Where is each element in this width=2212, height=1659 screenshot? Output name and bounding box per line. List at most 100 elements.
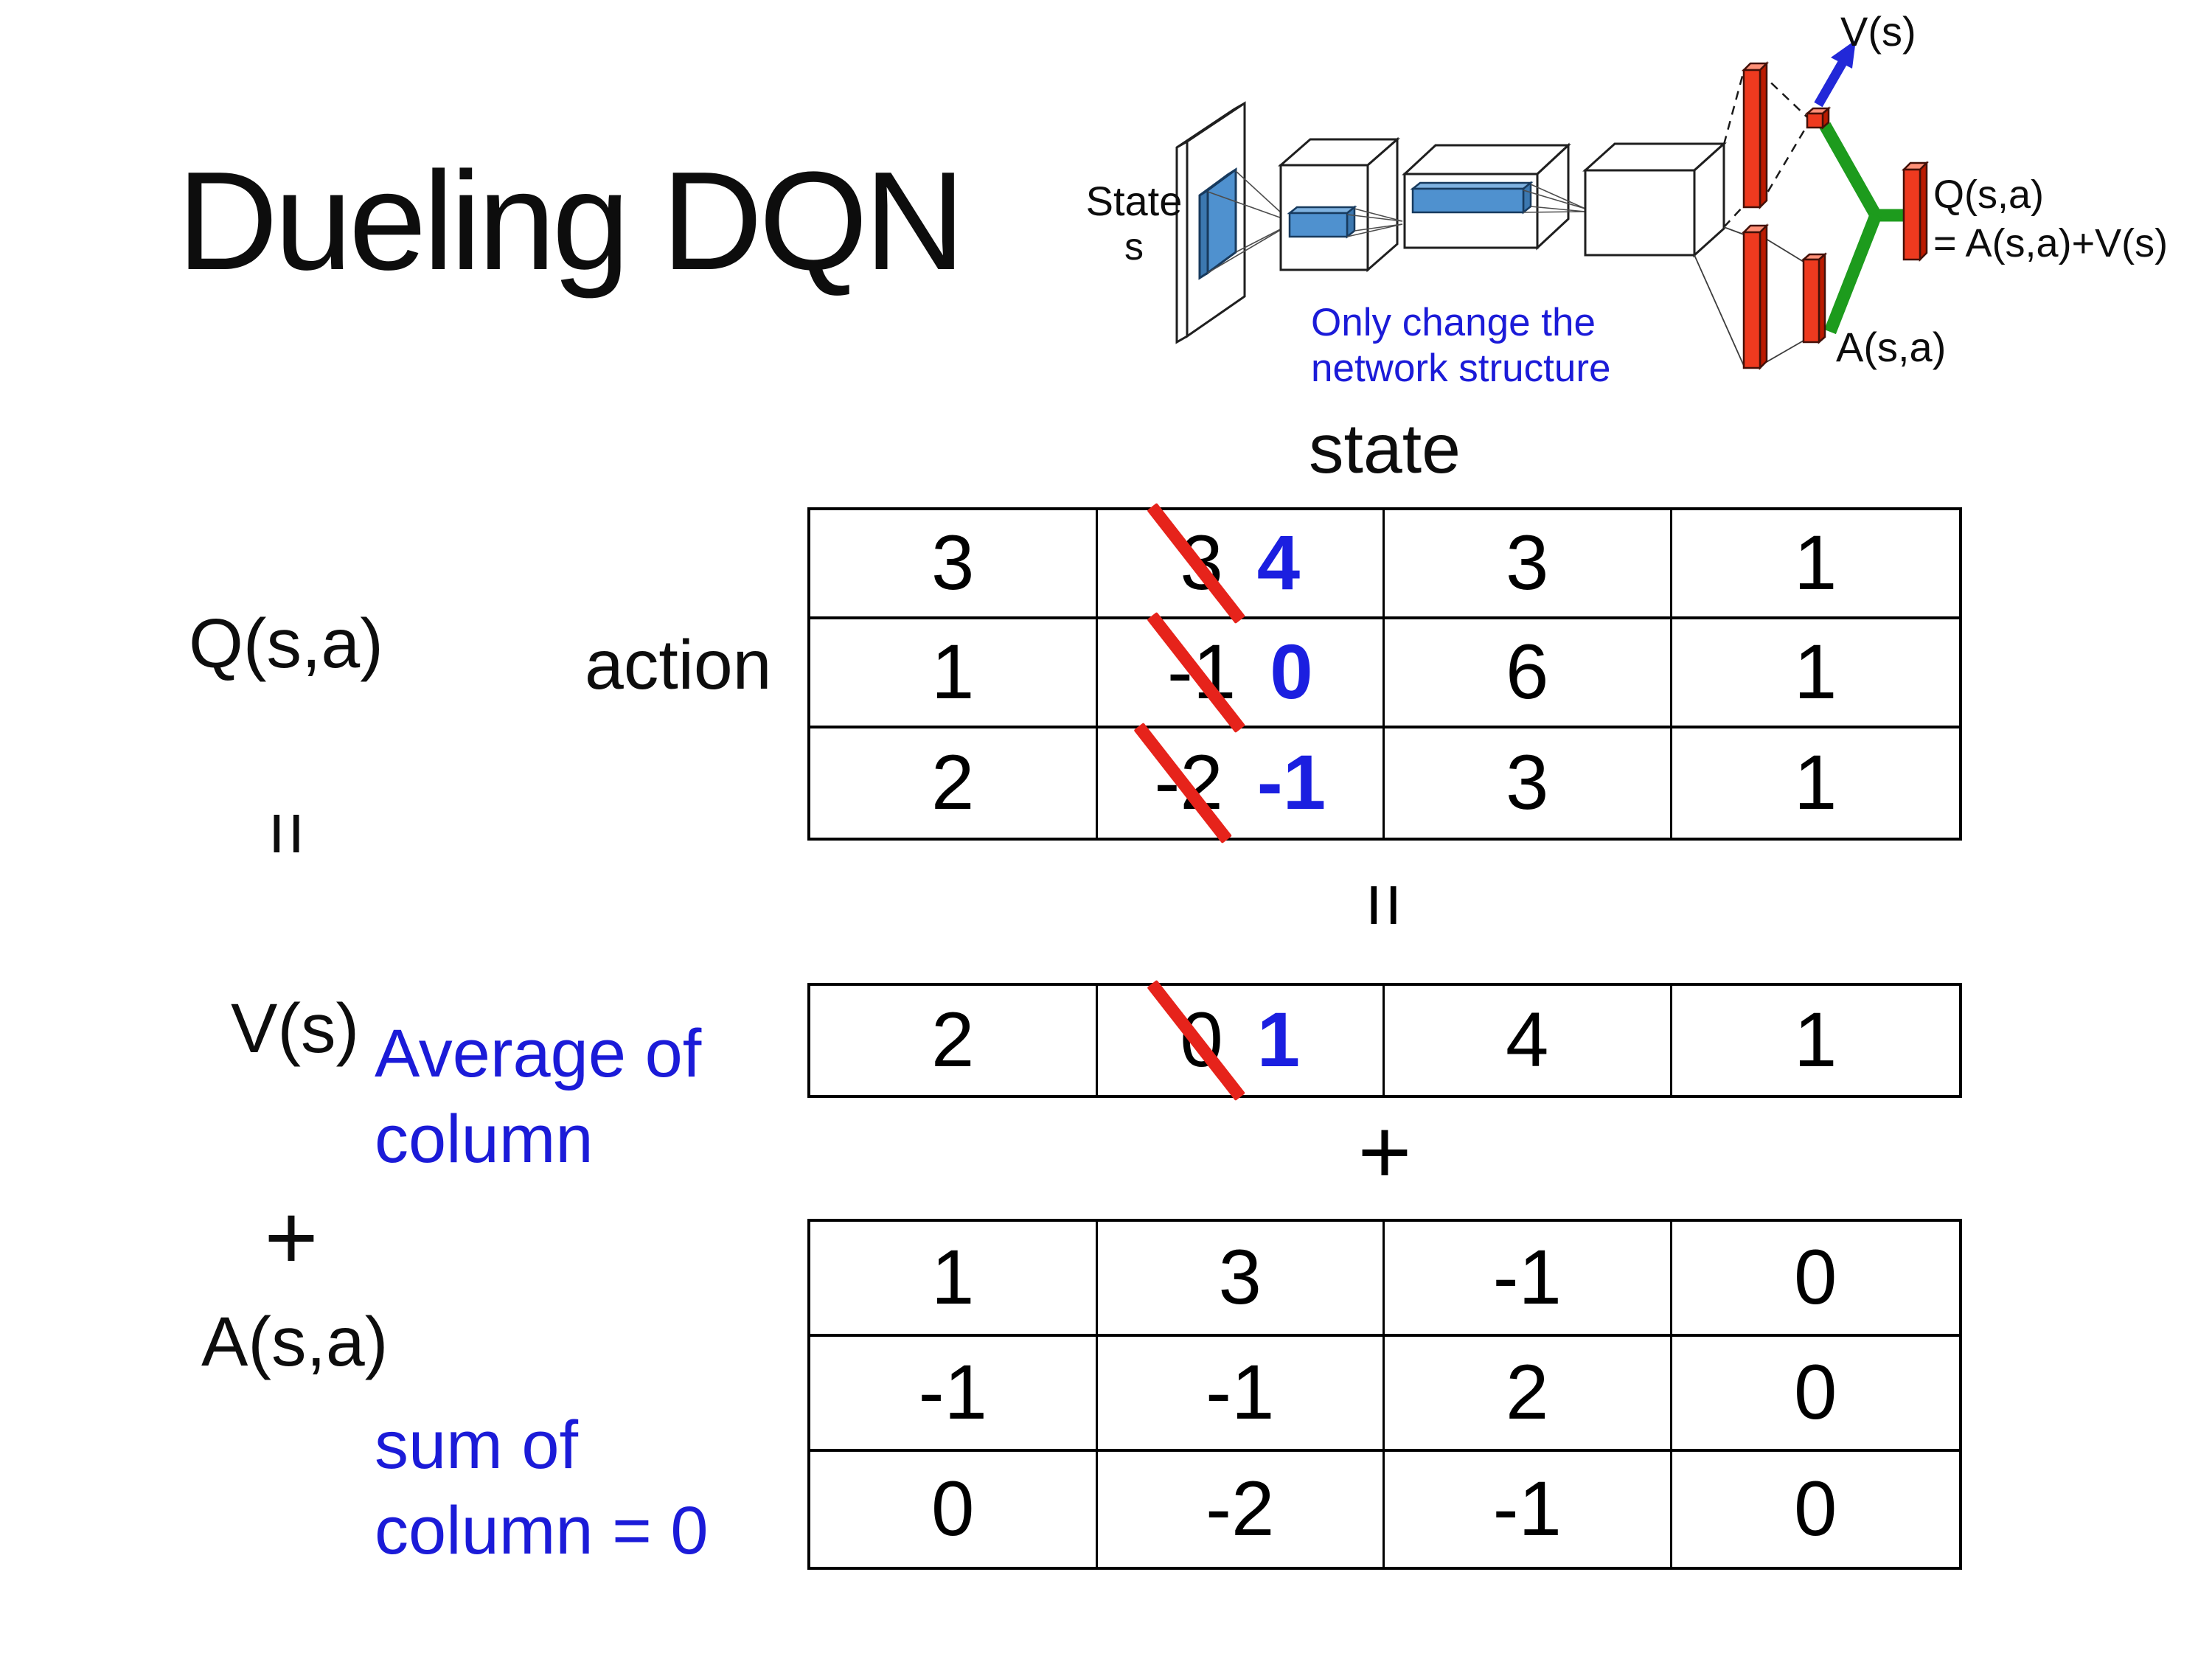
q-table-cell-crossed: -1 0 — [1097, 611, 1385, 734]
q-table-cell: 1 — [1672, 728, 1960, 838]
connection-lines — [1523, 184, 1586, 213]
cell-value: 1 — [931, 629, 975, 715]
a-table-cell: 0 — [1672, 1222, 1959, 1337]
corrected-new-value: 0 — [1270, 629, 1313, 715]
plus-sign-left: + — [264, 1186, 319, 1289]
cell-value: 2 — [931, 997, 975, 1083]
cell-value: -1 — [918, 1349, 987, 1436]
cell-value: 0 — [1794, 1349, 1837, 1436]
diagram-state-s-label: s — [1124, 226, 1144, 268]
feature-bar-1 — [1287, 205, 1357, 239]
diagram-q-label-line1: Q(s,a) — [1933, 173, 2044, 217]
fc-bar-value-stream — [1741, 60, 1770, 210]
cell-value: 3 — [931, 520, 975, 606]
crossed-old-value: -2 — [1133, 722, 1232, 844]
q-table-cell: 1 — [810, 619, 1098, 728]
note-line: Average of — [375, 1016, 702, 1091]
note-line: column = 0 — [375, 1492, 709, 1568]
a-table-cell: 3 — [1097, 1222, 1385, 1337]
q-table: 3 3 4 3 1 1 -1 0 6 1 2 -2 -1 3 1 — [807, 502, 1962, 844]
diagram-state-label: State — [1086, 178, 1183, 224]
average-of-column-note: Average of column — [375, 1012, 701, 1183]
a-table-cell: -1 — [1385, 1452, 1672, 1567]
crossed-old-value: 0 — [1147, 979, 1245, 1102]
q-table-cell-crossed: 3 4 — [1097, 502, 1385, 625]
diagram-q-label-line2: = A(s,a)+V(s) — [1933, 221, 2168, 265]
diagram-note-line2: network structure — [1311, 347, 1610, 390]
cell-value: 1 — [1794, 520, 1837, 606]
plus-sign-mid: + — [1357, 1101, 1412, 1203]
cell-value: 3 — [1506, 740, 1549, 826]
a-table-cell: -2 — [1098, 1452, 1385, 1567]
q-table-cell-crossed: -2 -1 — [1098, 722, 1385, 844]
a-table-cell: 0 — [810, 1452, 1098, 1567]
cell-value: 0 — [1794, 1466, 1837, 1552]
conv-layer-box-3 — [1582, 141, 1727, 258]
v-table-cell: 1 — [1672, 986, 1960, 1095]
q-table-cell: 1 — [1672, 619, 1959, 728]
conv-filter-patch-icon — [1198, 167, 1237, 280]
v-table: 2 0 1 4 1 — [807, 979, 1962, 1102]
cell-value: 3 — [1218, 1234, 1262, 1321]
cell-value: 1 — [931, 1234, 975, 1321]
crossed-old-value: -1 — [1147, 611, 1245, 734]
q-output-bar — [1901, 160, 1930, 262]
advantage-output-bar — [1801, 252, 1828, 344]
note-line: sum of — [375, 1408, 579, 1483]
crossed-old-value: 3 — [1147, 502, 1245, 625]
cell-value: -1 — [1492, 1466, 1562, 1552]
corrected-new-value: 1 — [1256, 997, 1301, 1083]
a-table-cell: 1 — [810, 1222, 1098, 1337]
state-axis-label: state — [1309, 410, 1461, 488]
cell-value: 0 — [931, 1466, 975, 1552]
q-matrix-label: Q(s,a) — [189, 605, 383, 683]
merge-y-connector — [1819, 122, 1908, 335]
diagram-v-label: V(s) — [1840, 8, 1916, 55]
equals-glyph: = — [244, 810, 331, 857]
q-table-cell: 2 — [810, 728, 1098, 838]
cell-value: 2 — [931, 740, 975, 826]
q-table-cell: 1 — [1672, 510, 1959, 619]
a-table: 1 3 -1 0 -1 -1 2 0 0 -2 -1 0 — [807, 1219, 1962, 1570]
value-stream-dashed-lines — [1722, 70, 1809, 228]
cell-value: 1 — [1794, 740, 1837, 826]
cell-value: -1 — [1492, 1234, 1562, 1321]
page-title: Dueling DQN — [177, 143, 965, 299]
equals-sign-mid: = — [807, 866, 1962, 944]
sum-of-column-note: sum of column = 0 — [375, 1403, 709, 1574]
q-table-cell: 3 — [1385, 510, 1672, 619]
cell-value: -2 — [1206, 1466, 1275, 1552]
cell-value: 3 — [1506, 520, 1549, 606]
corrected-new-value: 4 — [1256, 520, 1301, 606]
fc-bar-advantage-stream — [1741, 223, 1770, 371]
a-table-cell: -1 — [1385, 1222, 1672, 1337]
a-matrix-label: A(s,a) — [201, 1303, 389, 1381]
q-table-cell: 6 — [1385, 619, 1672, 728]
a-table-cell: -1 — [1097, 1337, 1385, 1452]
cell-value: 0 — [1794, 1234, 1837, 1321]
a-table-cell: 0 — [1672, 1337, 1959, 1452]
cell-value: -1 — [1206, 1349, 1275, 1436]
a-table-cell: 2 — [1385, 1337, 1672, 1452]
corrected-new-value: -1 — [1256, 740, 1326, 826]
diagram-a-label: A(s,a) — [1836, 324, 1946, 370]
feature-bar-2 — [1410, 181, 1534, 215]
value-output-node — [1804, 106, 1832, 130]
equals-sign-left: = — [243, 795, 332, 872]
cell-value: 4 — [1506, 997, 1549, 1083]
diagram-note-line1: Only change the — [1311, 301, 1596, 344]
v-table-cell-crossed: 0 1 — [1098, 979, 1385, 1102]
note-line: column — [375, 1101, 594, 1177]
cell-value: 1 — [1794, 629, 1837, 715]
q-table-cell: 3 — [810, 510, 1098, 619]
q-table-cell: 3 — [1385, 728, 1672, 838]
value-arrow-icon — [1814, 40, 1856, 108]
v-table-cell: 4 — [1385, 986, 1672, 1095]
a-table-cell: 0 — [1672, 1452, 1960, 1567]
action-axis-label: action — [585, 626, 772, 704]
a-table-cell: -1 — [810, 1337, 1098, 1452]
cell-value: 1 — [1794, 997, 1837, 1083]
cell-value: 2 — [1506, 1349, 1549, 1436]
equals-glyph: = — [1341, 882, 1428, 928]
